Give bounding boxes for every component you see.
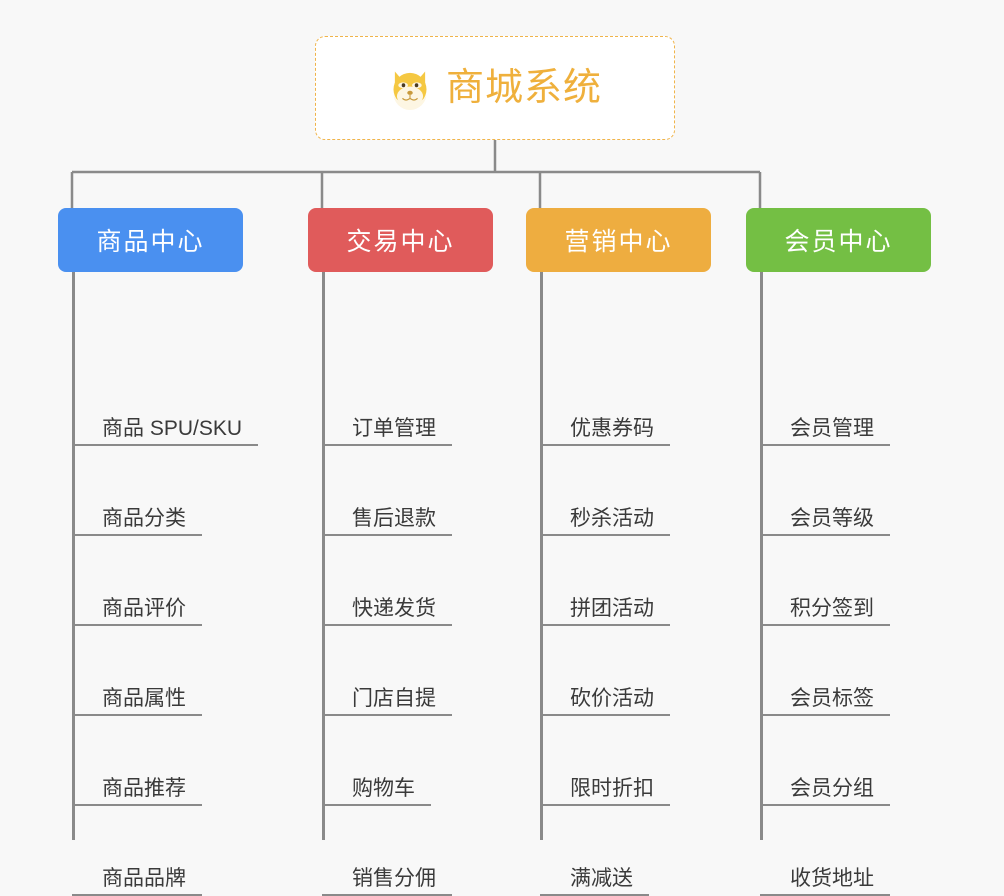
leaf-item[interactable]: 商品推荐: [72, 716, 202, 806]
leaf-item[interactable]: 限时折扣: [540, 716, 670, 806]
leaf-item[interactable]: 商品评价: [72, 536, 202, 626]
leaf-item[interactable]: 销售分佣: [322, 806, 452, 896]
leaf-item-label: 会员标签: [790, 686, 874, 710]
leaf-item-label: 购物车: [352, 776, 415, 800]
leaf-item[interactable]: 门店自提: [322, 626, 452, 716]
leaf-item-label: 商品属性: [102, 686, 186, 710]
leaf-item-label: 会员管理: [790, 416, 874, 440]
branch-header-member-center[interactable]: 会员中心: [746, 208, 931, 272]
leaf-item-underline: [760, 534, 890, 536]
leaf-item-underline: [540, 804, 670, 806]
leaf-item-label: 售后退款: [352, 506, 436, 530]
leaf-item-underline: [72, 804, 202, 806]
leaf-item[interactable]: 商品 SPU/SKU: [72, 356, 258, 446]
leaf-item[interactable]: 拼团活动: [540, 536, 670, 626]
leaf-item[interactable]: 会员分组: [760, 716, 890, 806]
leaf-item-label: 拼团活动: [570, 596, 654, 620]
leaf-item[interactable]: 会员等级: [760, 446, 890, 536]
leaf-item-underline: [760, 804, 890, 806]
leaf-item-label: 商品品牌: [102, 866, 186, 890]
mindmap-canvas: 商城系统 商品中心商品 SPU/SKU 商品分类商品评价商品属性商品推荐商品品牌 交…: [58, 36, 931, 896]
leaf-item[interactable]: 商品属性: [72, 626, 202, 716]
branch-header-trade-center[interactable]: 交易中心: [308, 208, 493, 272]
leaf-item[interactable]: 售后退款: [322, 446, 452, 536]
leaf-item[interactable]: 砍价活动: [540, 626, 670, 716]
leaf-item-underline: [540, 534, 670, 536]
leaf-item[interactable]: 会员标签: [760, 626, 890, 716]
root-node-content: 商城系统: [388, 66, 602, 110]
branch-trade-center: 交易中心订单管理售后退款快递发货门店自提购物车销售分佣: [308, 208, 493, 896]
branch-stem-product-center: [72, 272, 75, 840]
leaf-item-underline: [322, 714, 452, 716]
leaf-item[interactable]: 商品品牌: [72, 806, 202, 896]
leaf-item-label: 商品分类: [102, 506, 186, 530]
leaf-item-underline: [760, 624, 890, 626]
branch-header-label: 商品中心: [96, 228, 205, 256]
branch-header-label: 营销中心: [564, 228, 673, 256]
branch-marketing-center: 营销中心优惠券码秒杀活动拼团活动砍价活动限时折扣满减送: [526, 208, 711, 896]
branch-stem-marketing-center: [540, 272, 543, 840]
leaf-item-label: 积分签到: [790, 596, 874, 620]
leaf-item[interactable]: 购物车: [322, 716, 431, 806]
leaf-item-label: 商品推荐: [102, 776, 186, 800]
leaf-item[interactable]: 收货地址: [760, 806, 890, 896]
leaf-item-underline: [322, 804, 431, 806]
leaf-item-label: 会员等级: [790, 506, 874, 530]
leaf-item-underline: [540, 444, 670, 446]
leaf-item-label: 会员分组: [790, 776, 874, 800]
leaf-item[interactable]: 满减送: [540, 806, 649, 896]
branch-product-center: 商品中心商品 SPU/SKU 商品分类商品评价商品属性商品推荐商品品牌: [58, 208, 258, 896]
leaf-item-label: 销售分佣: [352, 866, 436, 890]
root-title: 商城系统: [445, 67, 602, 109]
leaf-item[interactable]: 优惠券码: [540, 356, 670, 446]
branch-stem-trade-center: [322, 272, 325, 840]
leaf-item-underline: [540, 624, 670, 626]
leaf-item[interactable]: 会员管理: [760, 356, 890, 446]
leaf-item-label: 砍价活动: [570, 686, 654, 710]
leaf-item-label: 满减送: [570, 866, 633, 890]
leaf-item-underline: [322, 444, 452, 446]
leaf-item-label: 商品 SPU/SKU: [102, 416, 243, 440]
leaf-item-underline: [72, 534, 202, 536]
leaf-item[interactable]: 订单管理: [322, 356, 452, 446]
branch-member-center: 会员中心会员管理会员等级积分签到会员标签会员分组收货地址: [746, 208, 931, 896]
leaf-item-label: 限时折扣: [570, 776, 654, 800]
leaf-item-underline: [540, 714, 670, 716]
branch-header-product-center[interactable]: 商品中心: [58, 208, 243, 272]
leaf-item-underline: [760, 714, 890, 716]
leaf-item-underline: [760, 444, 890, 446]
branch-header-label: 交易中心: [346, 228, 455, 256]
branch-header-marketing-center[interactable]: 营销中心: [526, 208, 711, 272]
branch-stem-member-center: [760, 272, 763, 840]
root-node[interactable]: 商城系统: [315, 36, 675, 140]
leaf-item-underline: [322, 624, 452, 626]
leaf-item-label: 快递发货: [352, 596, 436, 620]
leaf-item-label: 优惠券码: [570, 416, 654, 440]
leaf-item-underline: [72, 444, 258, 446]
leaf-item-underline: [322, 534, 452, 536]
leaf-item[interactable]: 积分签到: [760, 536, 890, 626]
leaf-item[interactable]: 快递发货: [322, 536, 452, 626]
leaf-item-underline: [72, 624, 202, 626]
leaf-item-label: 订单管理: [352, 416, 436, 440]
leaf-item-label: 商品评价: [102, 596, 186, 620]
leaf-item-label: 门店自提: [352, 686, 436, 710]
leaf-item[interactable]: 秒杀活动: [540, 446, 670, 536]
leaf-item-underline: [72, 714, 202, 716]
branch-header-label: 会员中心: [784, 228, 893, 256]
leaf-item-label: 秒杀活动: [570, 506, 654, 530]
leaf-item[interactable]: 商品分类: [72, 446, 202, 536]
leaf-item-label: 收货地址: [790, 866, 874, 890]
dog-face-icon: [393, 71, 427, 110]
